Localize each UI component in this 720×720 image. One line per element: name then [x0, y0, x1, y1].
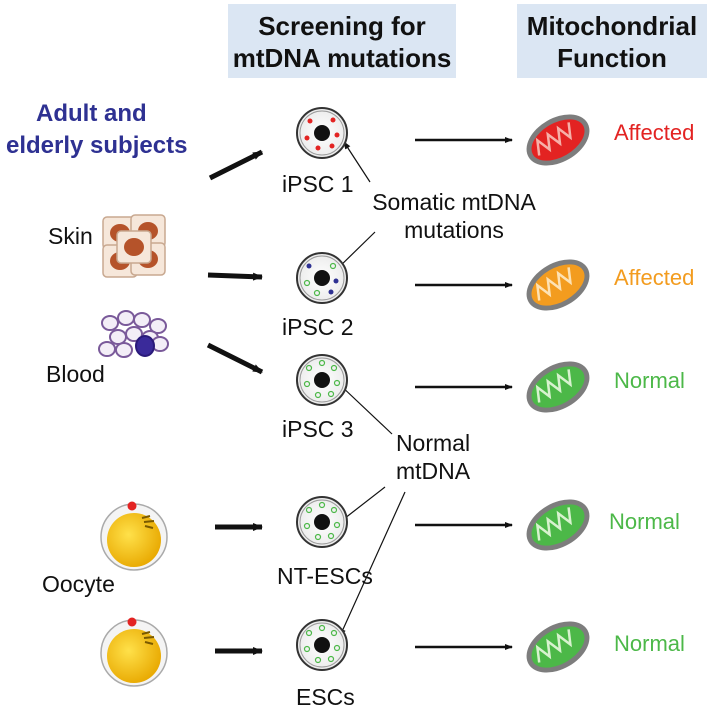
normal-mtdna-annotation: Normal mtDNA — [388, 429, 478, 485]
mitochondrion-row1-icon — [526, 114, 590, 166]
ipsc2-label: iPSC 2 — [282, 314, 354, 340]
arrow-skin-to-ipsc2 — [207, 272, 263, 281]
normal-mtdna-line1: Normal — [395, 430, 471, 456]
subjects-title-line1: Adult and — [36, 100, 147, 127]
oocyte-label: Oocyte — [42, 571, 115, 597]
status-row2: Affected — [614, 265, 695, 290]
mitochondrion-row3-icon — [526, 361, 590, 413]
function-header-line1: Mitochondrial — [526, 11, 698, 41]
status-row5: Normal — [614, 631, 685, 656]
mitochondrion-row2-icon — [526, 259, 590, 311]
somatic-annotation-line1: Somatic mtDNA — [372, 189, 536, 215]
ntescs-label: NT-ESCs — [277, 563, 373, 589]
screening-header-line2: mtDNA mutations — [232, 43, 452, 73]
function-header-line2: Function — [557, 43, 667, 73]
ipsc1-label: iPSC 1 — [282, 171, 354, 197]
oocyte-icon-2 — [100, 617, 168, 687]
subjects-title: Adult and elderly subjects — [6, 98, 187, 162]
status-row1: Affected — [614, 120, 695, 145]
status-row4: Normal — [609, 509, 680, 534]
skin-label: Skin — [48, 223, 93, 249]
screening-header-line1: Screening for — [258, 11, 426, 41]
blood-cells-icon — [98, 310, 169, 358]
skin-cells-icon — [102, 214, 166, 278]
pointer-normal-ipsc3 — [337, 382, 393, 435]
status-row3: Normal — [614, 368, 685, 393]
source-arrows — [206, 149, 264, 655]
pointer-normal-ntescs — [339, 486, 386, 523]
mitochondrion-row4-icon — [526, 499, 590, 551]
pointer-somatic-ipsc1 — [343, 141, 371, 183]
cell-ipsc1-icon — [296, 107, 348, 159]
function-header: Mitochondrial Function — [517, 4, 707, 78]
normal-mtdna-line2: mtDNA — [395, 458, 471, 484]
escs-label: ESCs — [296, 684, 355, 710]
pointer-normal-escs — [339, 491, 406, 637]
arrow-blood-to-ipsc3 — [206, 342, 264, 375]
arrow-subjects-to-ipsc1 — [208, 149, 264, 181]
cell-ipsc2-icon — [296, 252, 348, 304]
oocyte-icon-1 — [100, 501, 168, 571]
cell-ntescs-icon — [296, 496, 348, 548]
somatic-annotation: Somatic mtDNA mutations — [369, 188, 539, 244]
screening-header: Screening for mtDNA mutations — [228, 4, 456, 78]
subjects-title-line2: elderly subjects — [6, 132, 188, 159]
function-arrows — [415, 137, 513, 650]
cell-escs-icon — [296, 619, 348, 671]
annotation-pointers — [333, 141, 406, 637]
ipsc3-label: iPSC 3 — [282, 416, 354, 442]
cell-ipsc3-icon — [296, 354, 348, 406]
blood-label: Blood — [46, 361, 105, 387]
somatic-annotation-line2: mutations — [404, 217, 504, 243]
mitochondrion-row5-icon — [526, 621, 590, 673]
